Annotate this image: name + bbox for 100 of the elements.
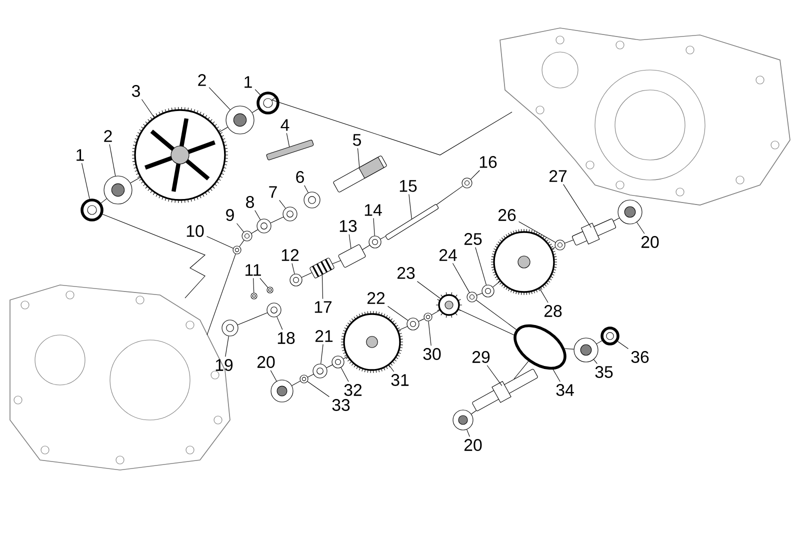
callout-number: 1	[244, 76, 252, 88]
callout-number: 15	[400, 180, 417, 192]
leader-line	[340, 367, 349, 382]
center-line	[292, 380, 301, 386]
callout-number: 22	[367, 292, 385, 304]
leader-line	[225, 336, 229, 357]
leader-line	[486, 365, 502, 386]
leader-line	[373, 218, 375, 236]
callout-number: 25	[464, 233, 482, 245]
leader-line	[109, 144, 116, 176]
leader-line	[254, 89, 260, 96]
center-line	[251, 229, 258, 234]
callout-number: 35	[595, 366, 613, 378]
leader-line	[563, 184, 592, 228]
center-line	[308, 374, 314, 378]
seal-ring	[256, 92, 280, 114]
center-line	[492, 281, 500, 288]
callout-number: 12	[282, 249, 299, 261]
center-line	[219, 126, 228, 132]
shaft	[472, 368, 538, 412]
callout-number: 18	[278, 332, 295, 344]
leader-line	[348, 234, 352, 249]
leader-line	[388, 306, 408, 321]
callout-number: 20	[641, 236, 659, 248]
leader-line	[141, 99, 154, 118]
gear	[436, 292, 462, 318]
leader-line	[286, 132, 290, 148]
center-line	[564, 348, 574, 350]
callout-number: 23	[397, 267, 415, 279]
leader-line	[276, 316, 283, 330]
bearing	[452, 410, 474, 430]
center-line	[418, 318, 424, 322]
snap-ring	[242, 230, 252, 242]
washer	[554, 240, 566, 250]
shift-drum	[333, 156, 387, 192]
washer	[406, 318, 420, 330]
spring	[310, 258, 334, 278]
leader-line	[236, 223, 244, 232]
callout-number: 34	[556, 384, 574, 396]
bearing	[270, 380, 294, 402]
leader-line	[594, 359, 598, 364]
rail	[266, 140, 314, 160]
spring-clip	[222, 320, 238, 336]
leader-line	[270, 370, 277, 382]
callout-number: 9	[226, 209, 234, 221]
center-line	[206, 254, 236, 336]
leader-line	[320, 344, 324, 364]
leader-line	[518, 221, 556, 243]
center-line	[100, 198, 107, 204]
leader-line	[254, 210, 261, 220]
callout-number: 28	[544, 305, 562, 317]
bearing	[226, 106, 254, 134]
center-line	[431, 310, 440, 316]
center-line	[398, 326, 408, 331]
center-line	[613, 218, 620, 222]
leader-line	[304, 185, 308, 193]
bearing	[618, 200, 642, 224]
callout-number: 33	[332, 399, 350, 411]
gear	[490, 228, 558, 296]
callout-number: 6	[296, 171, 304, 183]
callout-number: 27	[549, 170, 567, 182]
center-line	[252, 108, 259, 113]
leader-line	[475, 247, 487, 286]
leader-line	[408, 194, 412, 220]
leader-line	[279, 200, 286, 209]
shaft	[386, 204, 439, 240]
center-line	[362, 245, 370, 250]
callout-number: 24	[439, 249, 457, 261]
leader-line	[428, 320, 432, 346]
callout-number: 11	[246, 264, 261, 276]
leader-line	[206, 236, 234, 249]
callout-number: 1	[76, 149, 84, 161]
leader-line	[292, 263, 295, 274]
gear	[340, 310, 404, 374]
leader-line	[307, 381, 330, 398]
callout-number: 32	[344, 384, 362, 396]
center-line	[102, 214, 206, 298]
callout-number: 3	[132, 85, 140, 97]
housing-drawing	[500, 28, 790, 206]
callout-number: 13	[340, 220, 357, 232]
callout-number: 26	[498, 209, 516, 221]
nut	[332, 356, 344, 368]
leader-line	[322, 274, 324, 300]
callout-number: 17	[314, 301, 332, 313]
center-line	[471, 410, 476, 414]
gear	[132, 106, 228, 204]
nut	[368, 236, 382, 248]
center-line	[476, 300, 517, 330]
callout-number: 2	[104, 130, 112, 142]
bearing	[574, 338, 598, 362]
callout-number: 4	[280, 119, 290, 131]
leader-line	[260, 278, 268, 288]
callout-number: 16	[480, 156, 497, 168]
clip	[266, 286, 274, 294]
chain	[514, 324, 566, 370]
callout-number: 30	[423, 348, 441, 360]
center-line	[476, 292, 482, 296]
leader-line	[636, 222, 645, 234]
center-line	[564, 240, 574, 244]
leader-line	[466, 429, 470, 437]
